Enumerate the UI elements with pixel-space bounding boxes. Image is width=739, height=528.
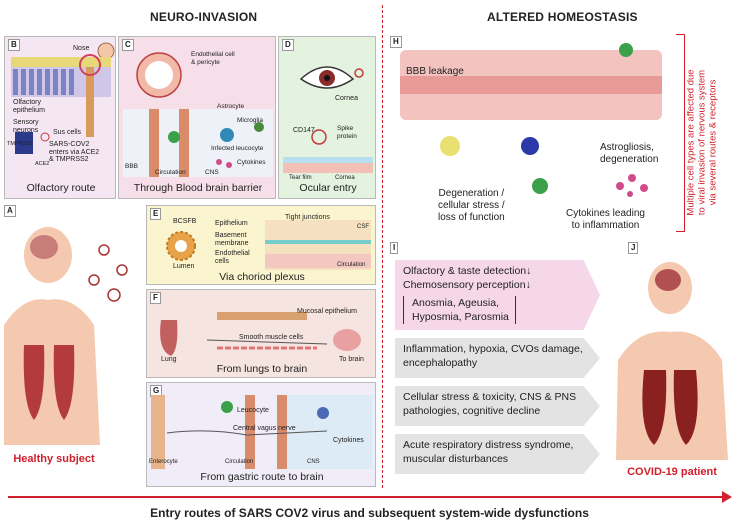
symptom-text: Inflammation, hypoxia, CVOs damage, ence… bbox=[403, 343, 583, 369]
panel-label: D bbox=[282, 39, 294, 51]
panel-label: A bbox=[4, 205, 16, 217]
enterocyte-label: Enterocyte bbox=[149, 459, 178, 465]
cornea-label: Cornea bbox=[335, 95, 358, 102]
symptom-item: Cellular stress & toxicity, CNS & PNS pa… bbox=[395, 386, 600, 426]
lumen-label: Lumen bbox=[173, 263, 195, 270]
panel-covid: J COVID-19 patient bbox=[608, 240, 736, 485]
mucosal-label: Mucosal epithelium bbox=[297, 308, 357, 315]
astrocyte-label: Astrocyte bbox=[217, 103, 245, 110]
side-note: Multiple cell types are affected due to … bbox=[685, 69, 719, 216]
neuro-invasion-header: NEURO-INVASION bbox=[150, 10, 258, 24]
panel-symptoms: I Olfactory & taste detection↓ Chemosens… bbox=[390, 240, 605, 488]
cytokines-label: Cytokines bbox=[237, 159, 266, 166]
panel-label: J bbox=[628, 242, 639, 254]
covid-caption: COVID-19 patient bbox=[627, 466, 717, 478]
choroid-caption: Via choriod plexus bbox=[219, 271, 305, 283]
panel-gastric: G Leucocyte Central vagus nerve Cytokine… bbox=[146, 382, 376, 487]
lungs-caption: From lungs to brain bbox=[216, 363, 308, 375]
degeneration-label: Degeneration / cellular stress / loss of… bbox=[438, 188, 505, 223]
panel-healthy: A Healthy subject bbox=[4, 205, 144, 475]
symptom-text: Olfactory & taste detection↓ Chemosensor… bbox=[403, 265, 532, 291]
panel-ocular: D Spike protein Cornea CD147 Tear film C… bbox=[278, 36, 376, 199]
panel-label: I bbox=[390, 242, 399, 254]
ace2-label: ACE2 bbox=[35, 161, 50, 167]
healthy-caption: Healthy subject bbox=[13, 453, 95, 465]
panel-lungs: F Mucosal epithelium Smooth muscle cells… bbox=[146, 289, 376, 378]
tight-junctions-label: Tight junctions bbox=[285, 214, 330, 221]
bcsfb-label: BCSFB bbox=[173, 218, 197, 225]
panel-label: E bbox=[150, 208, 162, 220]
covid-body-illustration bbox=[616, 262, 728, 460]
olfactory-caption: Olfactory route bbox=[26, 182, 96, 194]
panel-homeostasis: H BBB leakage Astrogliosis, degeneration… bbox=[390, 36, 670, 234]
altered-homeostasis-header: ALTERED HOMEOSTASIS bbox=[487, 10, 638, 24]
endothelial-label: Endothelial cells bbox=[215, 250, 250, 265]
cytokines-label: Cytokines bbox=[333, 437, 364, 444]
divider-line bbox=[382, 5, 383, 488]
bbb-illustration bbox=[123, 52, 273, 177]
symptom-text: Acute respiratory distress syndrome, mus… bbox=[403, 439, 574, 465]
cornea-bottom-label: Cornea bbox=[335, 175, 355, 181]
symptom-item: Olfactory & taste detection↓ Chemosensor… bbox=[395, 260, 600, 330]
eye-illustration bbox=[283, 66, 373, 173]
endothelial-label: Endothelial cell & pericyte bbox=[191, 51, 235, 66]
to-brain-label: To brain bbox=[339, 356, 364, 363]
bbb-vessel-illustration bbox=[400, 43, 662, 197]
leucocyte-label: Leucocyte bbox=[237, 407, 269, 414]
csf-label: CSF bbox=[357, 224, 369, 230]
tear-film-label: Tear film bbox=[289, 175, 312, 181]
healthy-body-illustration bbox=[4, 227, 128, 445]
spike-label: Spike protein bbox=[337, 125, 357, 140]
footer-title: Entry routes of SARS COV2 virus and subs… bbox=[150, 506, 589, 520]
gastric-caption: From gastric route to brain bbox=[200, 471, 324, 483]
symptom-item: Inflammation, hypoxia, CVOs damage, ence… bbox=[395, 338, 600, 378]
gastric-illustration bbox=[151, 395, 373, 469]
panel-bbb: C Endothelial cell & pericyte Astrocyte … bbox=[118, 36, 276, 199]
panel-choroid: E BCSFB Lumen Epithelium Basement membra… bbox=[146, 205, 376, 285]
leucocyte-label: Infected leucocyte bbox=[211, 145, 264, 152]
epithelium-label: Epithelium bbox=[215, 220, 248, 227]
olfactory-note: SARS-COV2 enters via ACE2 & TMPRSS2 bbox=[49, 141, 100, 163]
footer-arrow-head bbox=[722, 491, 732, 503]
cd147-label: CD147 bbox=[293, 127, 315, 134]
panel-label: C bbox=[122, 39, 134, 51]
panel-label: H bbox=[390, 36, 402, 48]
olfactory-illustration bbox=[11, 42, 115, 154]
circulation-label: Circulation bbox=[337, 262, 366, 268]
panel-label: F bbox=[150, 292, 161, 304]
ocular-caption: Ocular entry bbox=[299, 182, 357, 194]
vagus-label: Central vagus nerve bbox=[233, 425, 296, 432]
nose-label: Nose bbox=[73, 45, 90, 52]
panel-label: B bbox=[8, 39, 20, 51]
bbb-leakage-label: BBB leakage bbox=[406, 66, 464, 77]
lung-label: Lung bbox=[161, 356, 177, 363]
footer-arrow bbox=[8, 496, 726, 498]
cns-label: CNS bbox=[307, 459, 320, 465]
neurons-label: Sensory neurons bbox=[13, 119, 39, 134]
astrogliosis-label: Astrogliosis, degeneration bbox=[600, 142, 659, 165]
bbb-caption: Through Blood brain barrier bbox=[133, 182, 263, 194]
choroid-illustration bbox=[166, 220, 371, 270]
circulation-label: Circulation bbox=[155, 169, 186, 176]
side-note-bracket bbox=[676, 34, 685, 232]
epithelium-label: Olfactory epithelium bbox=[13, 99, 45, 114]
microglia-label: Microglia bbox=[237, 117, 264, 124]
lungs-illustration bbox=[160, 312, 361, 356]
symptom-item: Acute respiratory distress syndrome, mus… bbox=[395, 434, 600, 474]
cns-label: CNS bbox=[205, 169, 219, 176]
cytokines-inflammation-label: Cytokines leading to inflammation bbox=[566, 208, 645, 231]
bbb-label: BBB bbox=[125, 163, 139, 170]
smooth-muscle-label: Smooth muscle cells bbox=[239, 334, 304, 341]
circulation-label: Circulation bbox=[225, 459, 254, 465]
panel-olfactory: B Nose Olfactory epithelium Sensory neur… bbox=[4, 36, 116, 199]
symptom-text: Cellular stress & toxicity, CNS & PNS pa… bbox=[403, 391, 577, 417]
tmprss2-label: TMPRSS2 bbox=[7, 141, 33, 147]
symptom-brace: Anosmia, Ageusia, Hyposmia, Parosmia bbox=[403, 296, 516, 324]
basement-label: Basement membrane bbox=[215, 232, 249, 247]
sus-cells-label: Sus cells bbox=[53, 129, 82, 136]
